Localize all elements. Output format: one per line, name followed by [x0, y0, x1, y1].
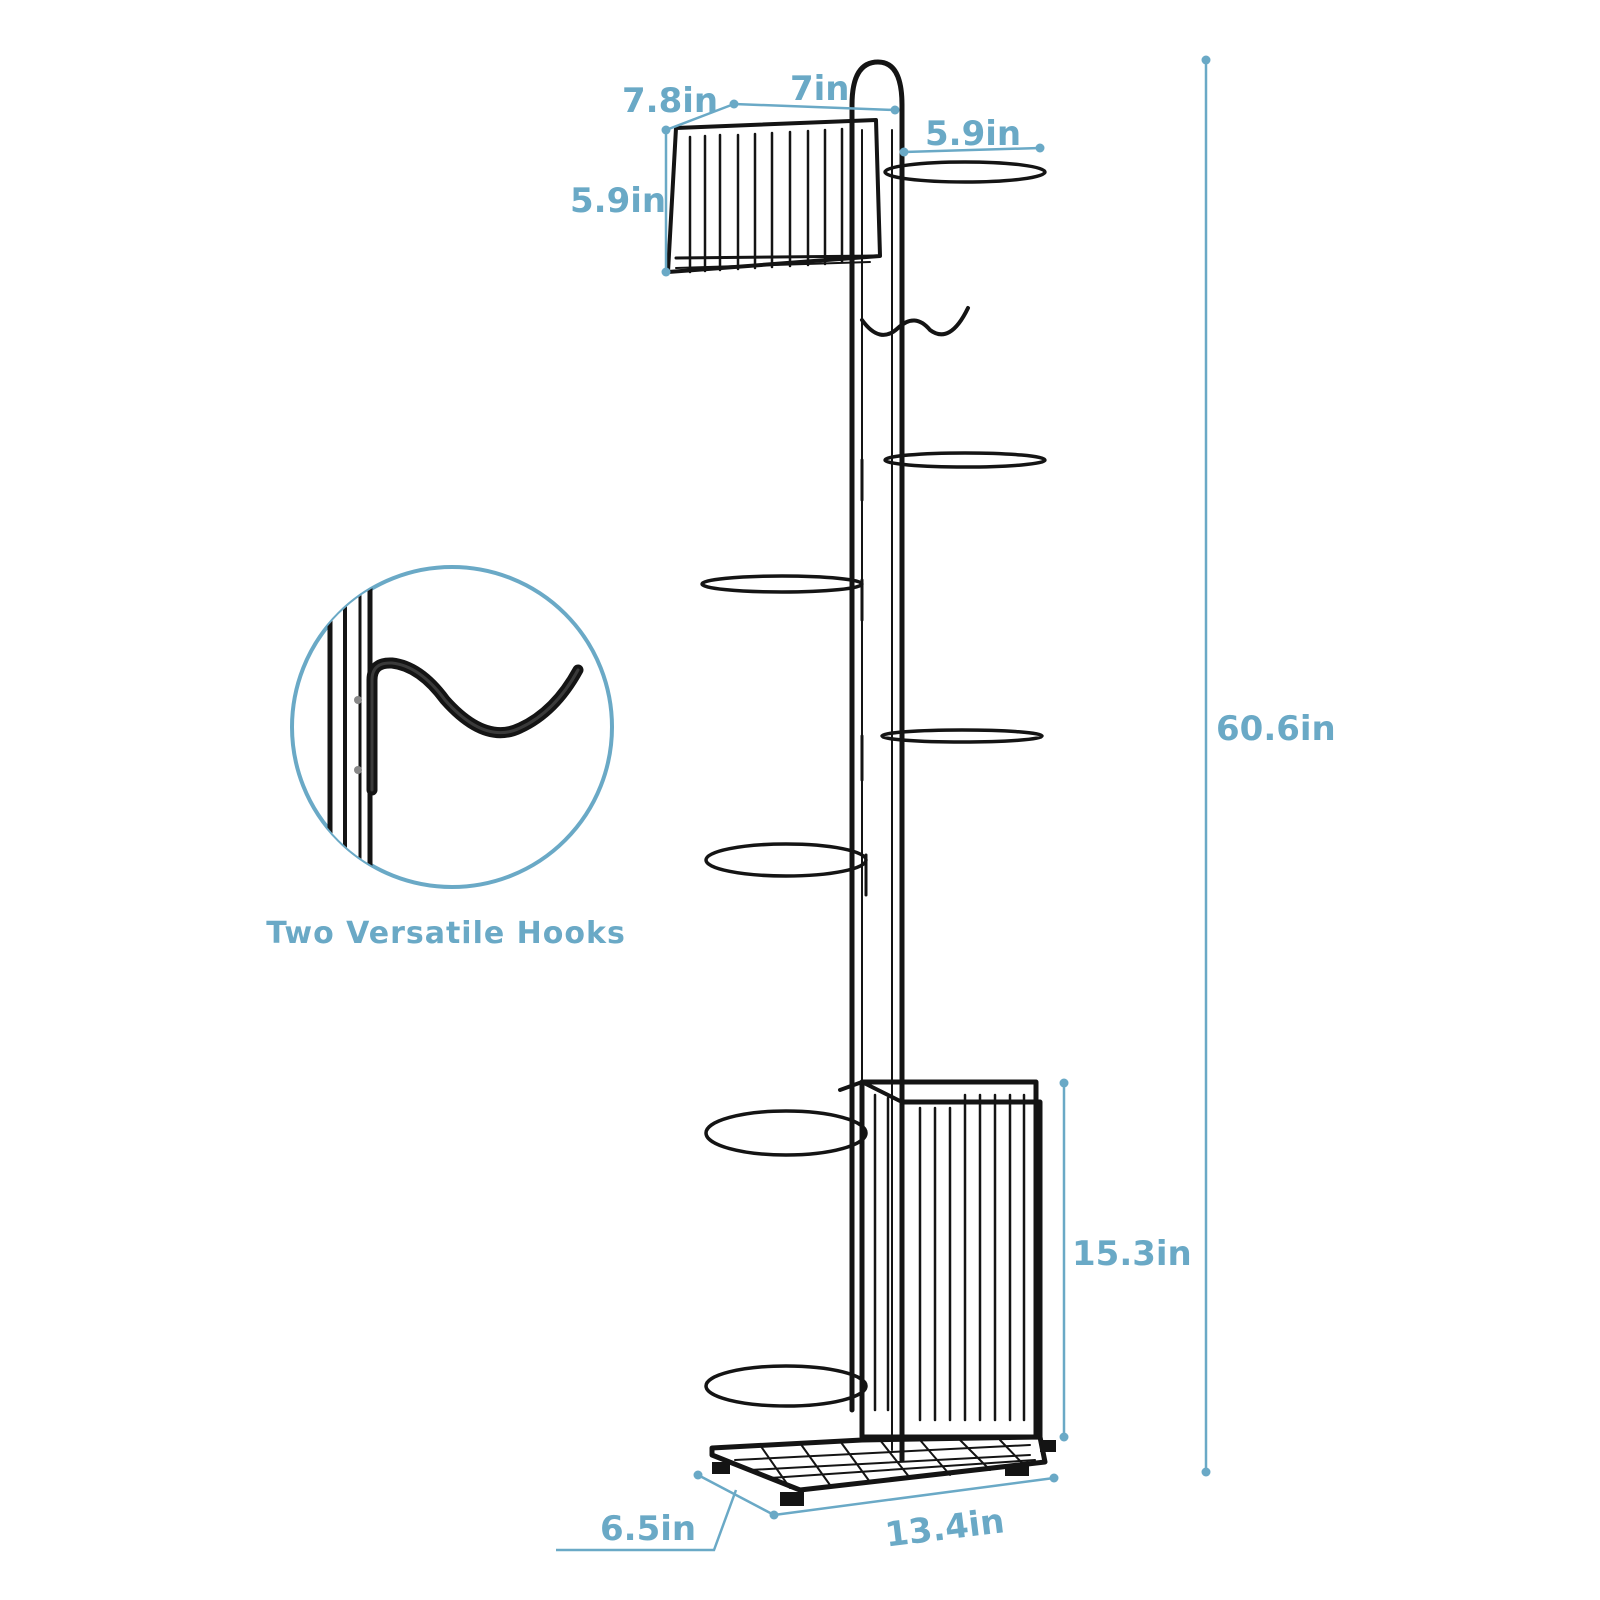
foot-right-back [1040, 1440, 1056, 1452]
ball-ring-4 [880, 728, 1044, 744]
ball-ring-1 [883, 160, 1047, 184]
ball-ring-5 [704, 842, 868, 878]
hook-detail-callout: Two Versatile Hooks [266, 565, 626, 951]
rack-base [709, 1434, 1056, 1506]
ball-ring-2 [883, 451, 1047, 469]
bottom-wire-bin [838, 1079, 1043, 1440]
dim-label-total-height: 60.6in [1216, 709, 1336, 749]
dim-label-top-ring-diameter: 5.9in [925, 114, 1021, 154]
dimension-lines [556, 55, 1211, 1552]
top-wire-basket [666, 118, 882, 274]
dim-label-base-width: 13.4in [883, 1501, 1007, 1555]
dim-label-bottom-bin-height: 15.3in [1072, 1234, 1192, 1274]
hook-1 [860, 306, 970, 337]
ball-ring-6 [704, 1109, 868, 1157]
dim-label-top-basket-width: 7in [790, 69, 850, 109]
callout-caption: Two Versatile Hooks [266, 916, 626, 951]
dim-label-top-basket-depth: 7.8in [622, 81, 718, 121]
ball-ring-7 [704, 1364, 868, 1408]
foot-left-front [780, 1492, 804, 1506]
dim-label-top-basket-height: 5.9in [570, 181, 666, 221]
foot-right-front [1005, 1464, 1029, 1476]
dim-label-base-depth: 6.5in [600, 1509, 696, 1549]
ball-ring-3 [700, 574, 864, 594]
foot-left-back [712, 1462, 730, 1474]
